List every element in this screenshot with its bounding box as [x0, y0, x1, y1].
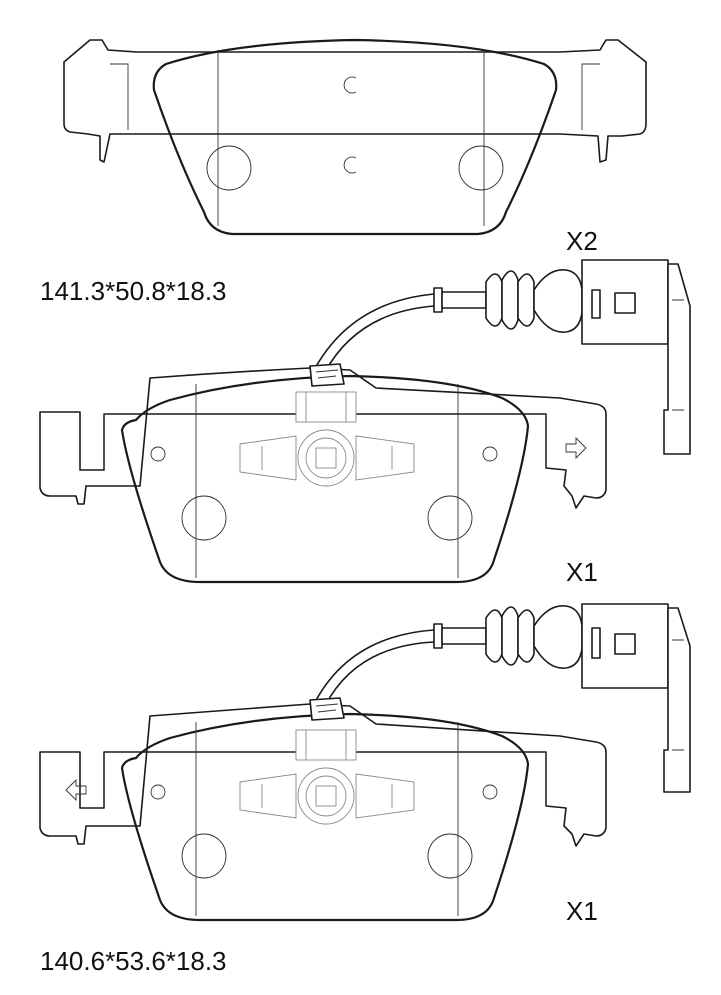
dimension-label-bottom: 140.6*53.6*18.3 — [40, 946, 227, 976]
quantity-label-bottom: X1 — [566, 896, 598, 926]
brake-pad-bottom — [39, 697, 607, 922]
quantity-label-top: X2 — [566, 226, 598, 256]
brake-pad-top — [63, 38, 647, 236]
dimension-label-top: 141.3*50.8*18.3 — [40, 276, 227, 306]
quantity-label-middle: X1 — [566, 557, 598, 587]
brake-pad-middle — [39, 363, 607, 584]
wear-sensor-2 — [312, 603, 691, 793]
wear-sensor-1 — [312, 259, 691, 455]
